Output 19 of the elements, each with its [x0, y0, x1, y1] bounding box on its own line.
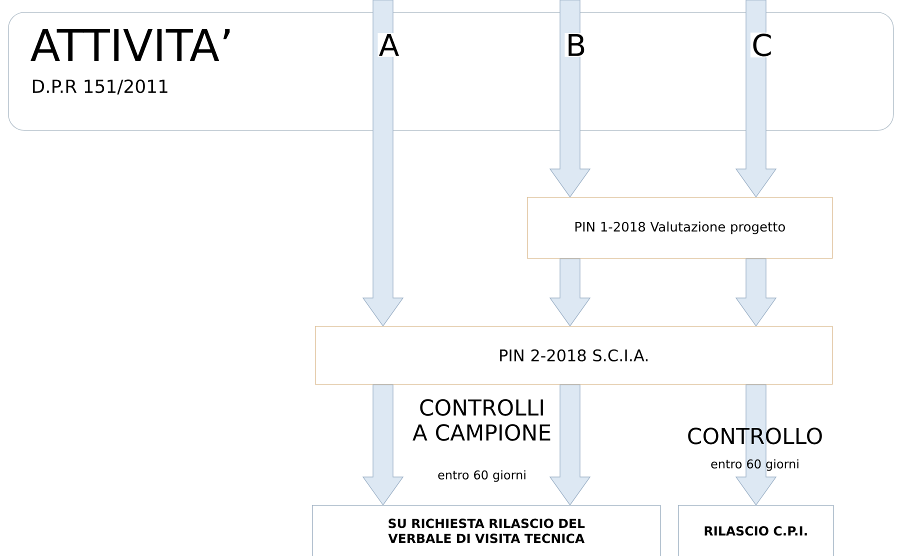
block-arrow — [735, 384, 777, 506]
block-arrow — [549, 384, 591, 506]
block-arrow — [362, 0, 404, 327]
annotation-note: entro 60 giorni — [711, 459, 798, 471]
edge-label: A — [378, 33, 400, 57]
annotation-note: entro 60 giorni — [438, 470, 526, 482]
annotation-heading: CONTROLLO — [688, 428, 822, 444]
result-box: RILASCIO C.P.I. — [678, 505, 834, 556]
block-arrow — [549, 258, 591, 327]
process-box: PIN 2-2018 S.C.I.A. — [315, 326, 833, 385]
edge-label: C — [750, 32, 774, 58]
annotation-heading: CONTROLLI A CAMPIONE — [412, 399, 550, 441]
block-arrow — [549, 0, 591, 198]
block-arrow — [735, 0, 777, 198]
edge-label: B — [564, 33, 588, 57]
process-box: PIN 1-2018 Valutazione progetto — [527, 197, 833, 259]
block-arrow — [735, 258, 777, 327]
block-arrow — [362, 384, 404, 506]
result-box: SU RICHIESTA RILASCIO DEL VERBALE DI VISITA TECNICA — [312, 505, 661, 556]
